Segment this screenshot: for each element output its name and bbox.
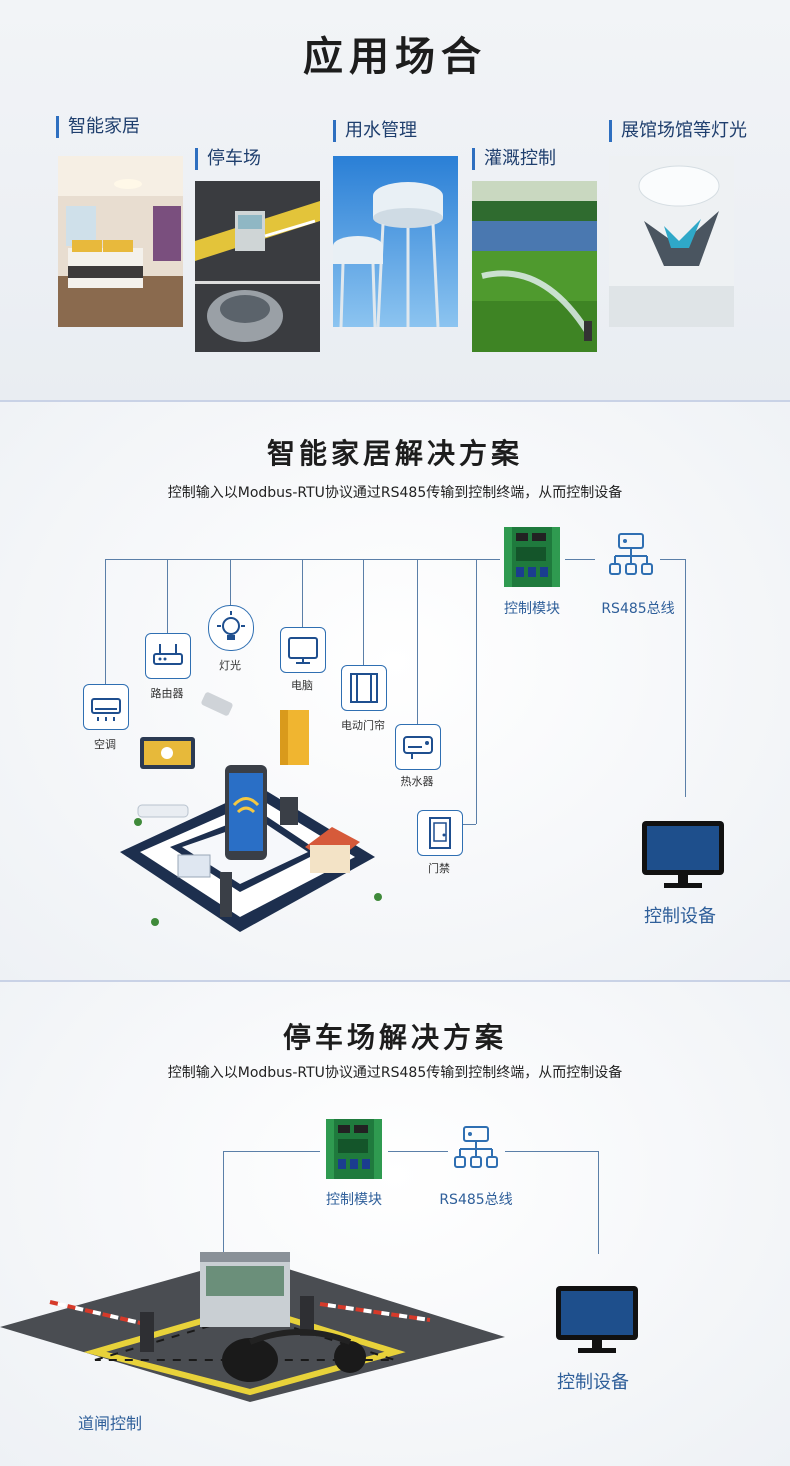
device-label-router: 路由器 bbox=[150, 687, 184, 700]
parking-control-device-monitor-icon bbox=[552, 1282, 642, 1358]
control-module-board bbox=[500, 523, 564, 591]
exhibition-hall-photo bbox=[609, 156, 734, 327]
parking-control-device-label: 控制设备 bbox=[557, 1372, 629, 1393]
bus-line-module bbox=[565, 559, 595, 560]
device-label-monitor: 电脑 bbox=[291, 679, 313, 692]
drop-door-link bbox=[461, 824, 476, 825]
parking-bus-line-mid bbox=[388, 1151, 448, 1152]
air-conditioner-icon bbox=[83, 684, 129, 730]
parking-bus-line-left bbox=[223, 1151, 320, 1152]
parking-bus-drop-right bbox=[598, 1151, 599, 1254]
door-access-icon bbox=[417, 810, 463, 856]
parking-control-module-board bbox=[322, 1115, 386, 1183]
bedroom-photo bbox=[58, 156, 183, 327]
scene-label-irrigation: 灌溉控制 bbox=[472, 148, 556, 170]
smart-home-section: 智能家居解决方案 控制输入以Modbus-RTU协议通过RS485传输到控制终端… bbox=[0, 402, 790, 980]
smart-home-description: 控制输入以Modbus-RTU协议通过RS485传输到控制终端，从而控制设备 bbox=[167, 485, 623, 501]
light-bulb-icon bbox=[208, 605, 254, 651]
section-divider bbox=[0, 400, 790, 402]
parking-gate-photo bbox=[195, 181, 320, 352]
device-label-ac: 空调 bbox=[94, 738, 116, 751]
parking-title: 停车场解决方案 bbox=[282, 1021, 507, 1054]
drop-light bbox=[230, 559, 231, 605]
curtain-icon bbox=[341, 665, 387, 711]
drop-curtain bbox=[363, 559, 364, 665]
smart-home-title: 智能家居解决方案 bbox=[266, 437, 523, 470]
bus-line-down bbox=[685, 559, 686, 797]
applications-title: 应用场合 bbox=[303, 34, 487, 80]
scene-label-parking: 停车场 bbox=[195, 148, 261, 170]
applications-section: 应用场合 智能家居 停车场 用水管理 bbox=[0, 0, 790, 400]
drop-door bbox=[476, 559, 477, 824]
smart-home-illustration bbox=[110, 687, 400, 952]
drop-monitor bbox=[302, 559, 303, 627]
device-label-door: 门禁 bbox=[428, 862, 450, 875]
rs485-bus-label: RS485总线 bbox=[601, 601, 675, 617]
parking-bus-drop-left bbox=[223, 1151, 224, 1257]
rs485-bus-icon bbox=[605, 532, 657, 580]
control-module-label: 控制模块 bbox=[504, 601, 560, 617]
sprinkler-photo bbox=[472, 181, 597, 352]
device-label-curtain: 电动门帘 bbox=[341, 719, 385, 732]
parking-gate-illustration bbox=[0, 1252, 510, 1402]
water-tower-photo bbox=[333, 156, 458, 327]
router-icon bbox=[145, 633, 191, 679]
drop-heater bbox=[417, 559, 418, 724]
drop-ac bbox=[105, 559, 106, 684]
parking-bus-line-right bbox=[505, 1151, 598, 1152]
control-device-label: 控制设备 bbox=[644, 906, 716, 927]
parking-control-module-label: 控制模块 bbox=[326, 1192, 382, 1208]
parking-section: 停车场解决方案 控制输入以Modbus-RTU协议通过RS485传输到控制终端，… bbox=[0, 982, 790, 1466]
parking-description: 控制输入以Modbus-RTU协议通过RS485传输到控制终端，从而控制设备 bbox=[167, 1065, 623, 1081]
device-label-heater: 热水器 bbox=[400, 775, 434, 788]
scene-label-smart-home: 智能家居 bbox=[56, 116, 140, 138]
drop-router bbox=[167, 559, 168, 633]
monitor-icon bbox=[280, 627, 326, 673]
parking-rs485-bus-label: RS485总线 bbox=[439, 1192, 513, 1208]
gate-control-label: 道闸控制 bbox=[77, 1414, 142, 1433]
scene-label-exhibition: 展馆场馆等灯光 bbox=[609, 120, 747, 142]
bus-line-right bbox=[660, 559, 685, 560]
parking-rs485-bus-icon bbox=[450, 1125, 502, 1173]
section-divider-2 bbox=[0, 980, 790, 982]
device-label-light: 灯光 bbox=[219, 659, 241, 672]
water-heater-icon bbox=[395, 724, 441, 770]
control-device-monitor-icon bbox=[638, 817, 728, 893]
scene-label-water: 用水管理 bbox=[333, 120, 417, 142]
